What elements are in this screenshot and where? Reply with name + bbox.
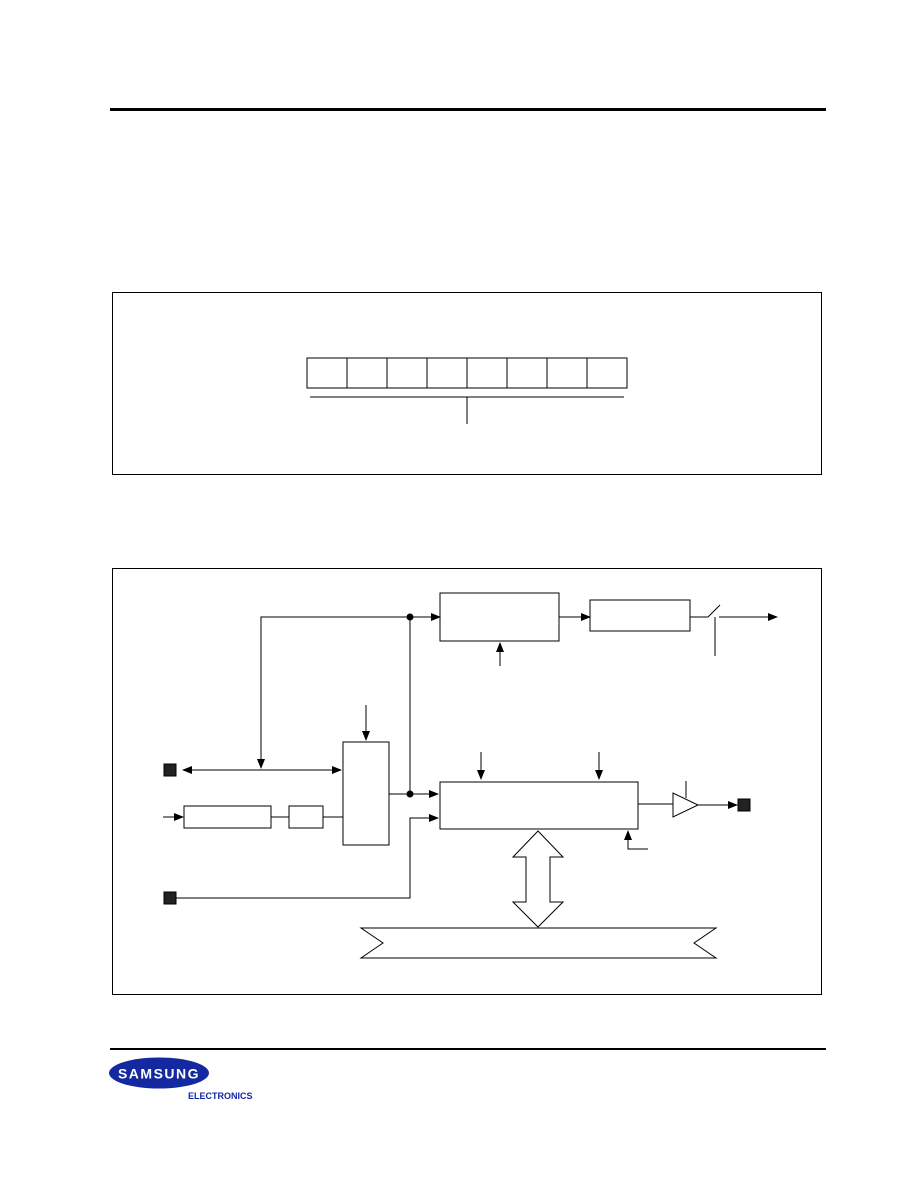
junction-dot-top [406, 613, 414, 621]
logo-subtitle: ELECTRONICS [188, 1091, 253, 1101]
block-diagram-box [112, 568, 822, 995]
main-block [439, 781, 639, 830]
data-bus-ribbon [359, 927, 718, 959]
bus-line-to-upper [260, 613, 441, 765]
junction-dot-mid [406, 790, 414, 798]
input-block-wide [183, 805, 272, 829]
bus-arrow-icon [511, 830, 565, 928]
input-block-small [288, 805, 324, 829]
square-pin-icon [163, 891, 177, 905]
switch-icon [707, 604, 721, 618]
upper-right-block [589, 599, 691, 632]
logo-wordmark: SAMSUNG [118, 1066, 200, 1082]
footer-rule [110, 1048, 826, 1050]
samsung-logo: SAMSUNG ELECTRONICS [108, 1056, 253, 1104]
square-pin-icon [737, 798, 751, 812]
buffer-triangle-icon [672, 792, 700, 818]
mux-block [342, 741, 390, 846]
square-pin-icon [163, 763, 177, 777]
upper-block [439, 592, 560, 642]
main-bottom-control-arrow [624, 830, 648, 850]
header-rule [110, 108, 826, 111]
register-figure-box [112, 292, 822, 475]
lower-pin-line [176, 814, 439, 899]
register-bit-cell-0 [586, 357, 628, 389]
register-bit-cells [306, 357, 628, 389]
logo-ellipse [109, 1057, 209, 1089]
